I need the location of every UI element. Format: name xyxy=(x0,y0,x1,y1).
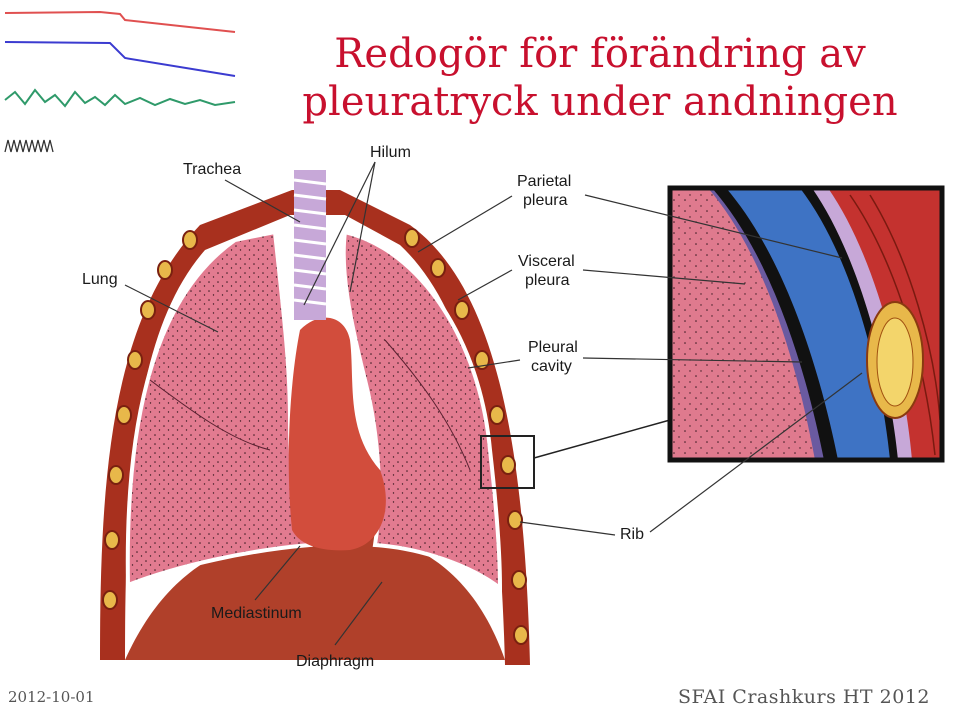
label-pleural-line1: Pleural xyxy=(528,339,578,356)
label-visceral-pleura: Visceral pleura xyxy=(518,252,575,290)
slide-title: Redogör för förändring av pleuratryck un… xyxy=(300,30,900,126)
inset-detail xyxy=(667,185,945,463)
label-diaphragm: Diaphragm xyxy=(296,653,375,670)
label-pleural-cavity: Pleural cavity xyxy=(528,338,578,376)
trachea-shape xyxy=(293,170,327,320)
leader-lines xyxy=(124,161,863,646)
label-lung: Lung xyxy=(82,271,118,288)
label-pleural-line2: cavity xyxy=(531,358,572,375)
mediastinum-shape xyxy=(288,317,386,551)
diaphragm-shape xyxy=(125,529,505,660)
label-visceral-line1: Visceral xyxy=(518,253,575,270)
title-line-1: Redogör för förändring av xyxy=(334,31,866,77)
label-parietal-pleura: Parietal pleura xyxy=(517,172,571,210)
magnification-box xyxy=(480,435,535,489)
signal-traces-decoration xyxy=(4,10,236,153)
label-parietal-line1: Parietal xyxy=(517,173,572,190)
label-mediastinum: Mediastinum xyxy=(211,605,302,622)
ribs xyxy=(102,228,529,645)
label-trachea: Trachea xyxy=(183,161,242,178)
left-lung xyxy=(125,229,314,588)
label-rib: Rib xyxy=(620,526,645,543)
footer-course: SFAI Crashkurs HT 2012 xyxy=(677,686,930,708)
label-visceral-line2: pleura xyxy=(525,272,570,289)
label-parietal-line2: pleura xyxy=(523,192,568,209)
label-hilum: Hilum xyxy=(370,144,411,161)
title-line-2: pleuratryck under andningen xyxy=(302,79,898,125)
footer-date: 2012-10-01 xyxy=(8,688,95,706)
